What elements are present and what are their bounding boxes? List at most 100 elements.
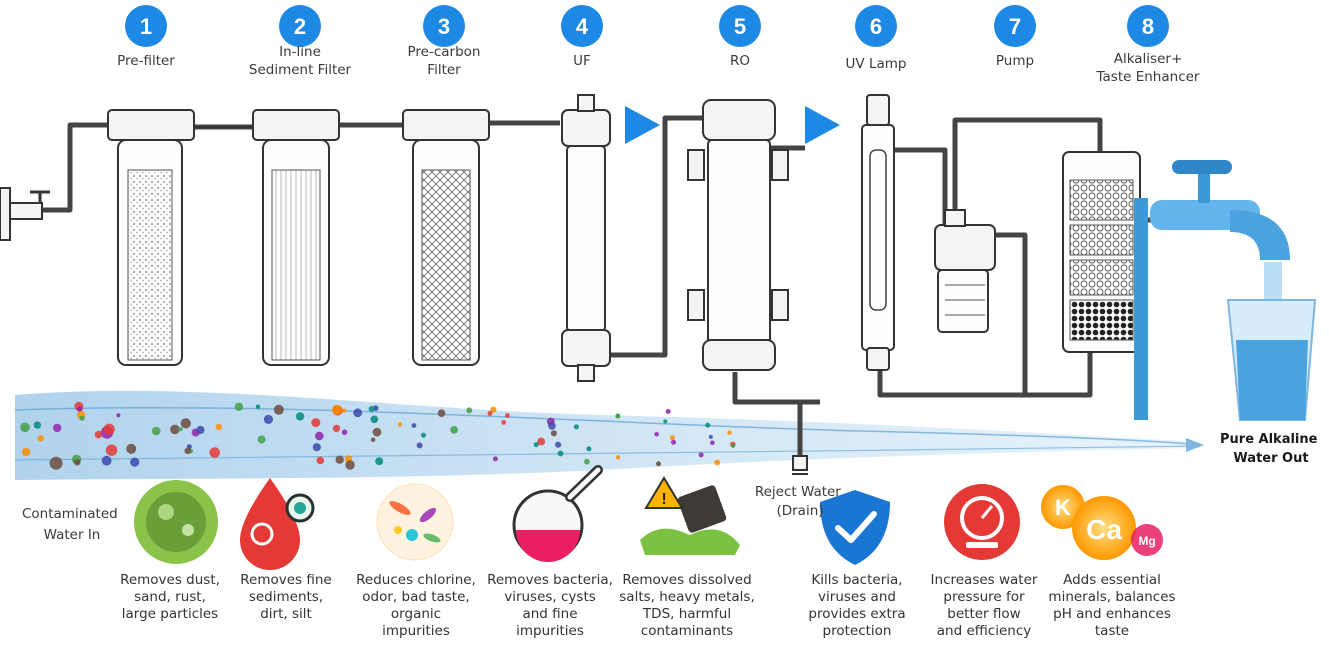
contaminant-particle (353, 408, 363, 418)
water-glass-icon (1226, 299, 1317, 421)
pressure-gauge-icon (944, 484, 1020, 560)
step-number: 7 (1009, 14, 1021, 39)
contaminant-particle (316, 456, 325, 465)
step-badge (994, 5, 1036, 47)
contaminant-particle (654, 431, 659, 437)
mineral-mg-label: Mg (1138, 534, 1155, 548)
drain-valve-icon (792, 455, 808, 475)
contaminant-particle (663, 419, 668, 424)
contaminant-particle (615, 413, 621, 419)
contaminant-particle (450, 426, 458, 434)
contaminant-particle (105, 444, 118, 456)
step-number: 4 (576, 14, 589, 39)
contaminant-particle (501, 420, 507, 425)
contaminant-particle (437, 409, 446, 418)
contaminant-particle (375, 457, 384, 466)
step-badge (1127, 5, 1169, 47)
contaminant-particle (257, 435, 266, 444)
contaminant-particle (710, 440, 715, 446)
contaminant-particle (492, 456, 498, 462)
contaminant-particle (180, 418, 191, 429)
step-number: 2 (294, 14, 306, 39)
step-badge (423, 5, 465, 47)
step-description: Reduces chlorine,odor, bad taste,organic… (356, 572, 476, 639)
contaminant-particle (656, 461, 661, 467)
step-number: 5 (734, 14, 746, 39)
contaminant-particle (669, 435, 675, 441)
step-badge (279, 5, 321, 47)
contaminant-particle (698, 452, 704, 458)
carbon-filter-housing (402, 109, 490, 366)
microbe-cluster-icon (376, 483, 454, 561)
step-label: RO (730, 53, 750, 69)
contaminant-particle (490, 406, 497, 413)
contaminant-particle (714, 459, 721, 466)
contaminant-particle (53, 423, 62, 433)
step-badge (719, 5, 761, 47)
flow-arrow-icon (805, 106, 840, 144)
contaminant-particle (487, 410, 493, 416)
step-badge (125, 5, 167, 47)
alkaliser-cartridge (1062, 151, 1141, 353)
contaminant-particle (573, 424, 580, 430)
contaminant-particle (20, 422, 30, 433)
contaminant-particle (671, 439, 676, 445)
contaminant-particle (731, 443, 736, 448)
contaminant-particle (370, 415, 379, 424)
contaminant-particle (557, 450, 564, 457)
contaminant-particle (234, 402, 244, 411)
mineral-ca-label: Ca (1086, 514, 1122, 545)
ro-membrane (687, 99, 789, 371)
contaminant-particle (126, 443, 137, 454)
step-label: UV Lamp (846, 56, 907, 72)
svg-text:!: ! (661, 491, 666, 508)
step-label: Pre-filter (117, 53, 175, 69)
step-label: UF (573, 53, 591, 69)
contaminant-particle (315, 431, 324, 441)
step-badge (855, 5, 897, 47)
contaminant-particle (342, 408, 347, 413)
contaminant-particle (705, 422, 711, 428)
contaminant-particle (708, 434, 713, 439)
contaminant-particle (130, 457, 140, 467)
sediment-blob-icon (134, 480, 218, 564)
reject-water-label: Reject Water (Drain) (755, 484, 845, 519)
uf-membrane (561, 94, 611, 382)
contaminant-particle (151, 426, 161, 436)
contaminant-particle (255, 404, 261, 409)
contaminant-particle (372, 427, 382, 437)
minerals-icon: K Ca Mg (1041, 485, 1163, 560)
contaminant-particle (209, 447, 220, 458)
contaminant-particle (74, 459, 81, 466)
contaminant-particle (615, 455, 621, 460)
toxic-waste-icon: ! (640, 476, 740, 555)
contaminant-particle (416, 442, 423, 449)
contaminant-particle (332, 424, 341, 433)
contaminant-particle (49, 456, 63, 470)
flow-arrow-icon (625, 106, 660, 144)
contaminant-particle (332, 404, 342, 415)
contaminant-particle (335, 455, 344, 464)
contaminant-particle (586, 446, 592, 452)
mineral-k-label: K (1055, 495, 1071, 520)
inlet-valve-icon (0, 187, 50, 241)
contaminant-particle (170, 424, 180, 435)
water-stream (14, 390, 1204, 480)
contaminant-particle (370, 437, 376, 443)
step-number: 1 (140, 14, 152, 39)
contaminant-particle (555, 441, 562, 448)
contaminant-particle (116, 413, 121, 418)
contaminant-particle (79, 415, 85, 421)
